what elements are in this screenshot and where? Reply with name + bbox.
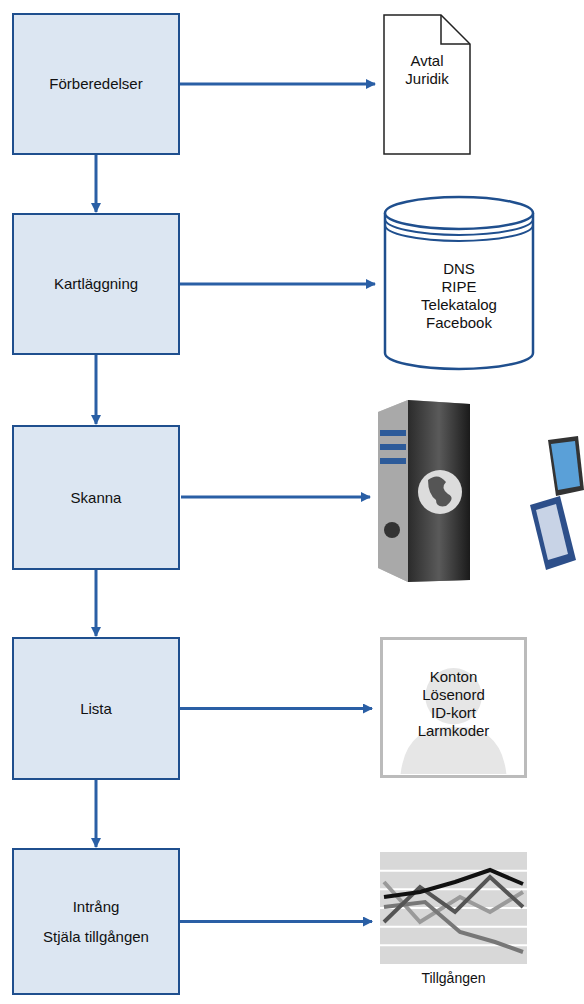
node-label: Stjäla tillgången bbox=[43, 928, 149, 946]
person-card: Konton Lösenord ID-kort Larmkoder bbox=[380, 637, 527, 778]
node-label: Lista bbox=[80, 700, 112, 718]
flow-arrow bbox=[180, 707, 372, 710]
node-label: Avtal Juridik bbox=[387, 52, 467, 88]
flow-arrow bbox=[95, 355, 98, 424]
phone-icon bbox=[530, 436, 584, 570]
process-box: IntrångStjäla tillgången bbox=[12, 848, 180, 995]
database-cylinder: DNS RIPE Telekatalog Facebook bbox=[383, 195, 535, 371]
node-label: Förberedelser bbox=[49, 75, 142, 93]
process-box: Skanna bbox=[12, 425, 180, 570]
chart-icon: Tillgången bbox=[380, 852, 527, 998]
flow-arrow bbox=[180, 283, 375, 286]
node-label: Konton Lösenord ID-kort Larmkoder bbox=[399, 668, 509, 740]
scan-arrow bbox=[181, 496, 370, 499]
flow-arrow bbox=[95, 570, 98, 636]
node-label: Skanna bbox=[71, 489, 122, 507]
flow-arrow bbox=[180, 83, 375, 86]
process-box: Förberedelser bbox=[12, 13, 180, 155]
node-label: Intrång bbox=[73, 898, 120, 916]
process-box: Lista bbox=[12, 637, 180, 780]
document-shape: Avtal Juridik bbox=[383, 14, 471, 155]
node-label: Kartläggning bbox=[54, 275, 138, 293]
node-label: DNS RIPE Telekatalog Facebook bbox=[404, 260, 514, 332]
flow-arrow bbox=[180, 920, 372, 923]
flow-arrow bbox=[95, 155, 98, 212]
chart-caption: Tillgången bbox=[360, 970, 547, 987]
server-icon bbox=[378, 400, 470, 582]
flow-arrow bbox=[95, 780, 98, 847]
process-box: Kartläggning bbox=[12, 213, 180, 355]
